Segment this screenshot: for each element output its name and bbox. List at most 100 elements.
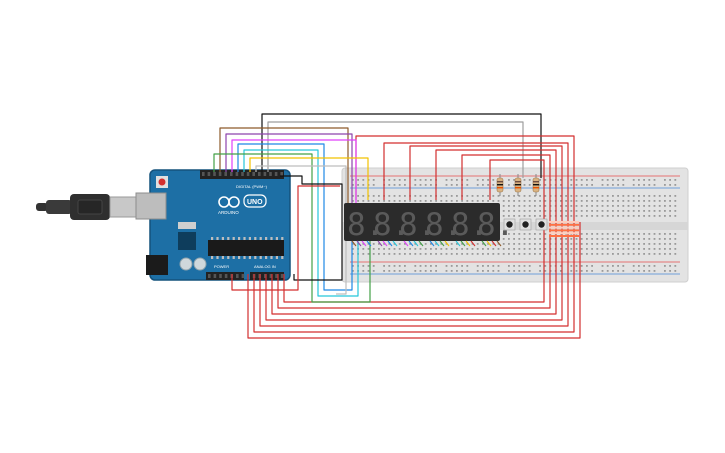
reset-button[interactable] bbox=[158, 178, 166, 186]
breadboard-hole[interactable] bbox=[674, 210, 677, 212]
resistor[interactable] bbox=[514, 174, 522, 196]
breadboard-hole[interactable] bbox=[653, 205, 656, 207]
breadboard-hole[interactable] bbox=[508, 179, 510, 181]
breadboard-hole[interactable] bbox=[638, 270, 640, 272]
breadboard-hole[interactable] bbox=[601, 200, 604, 202]
breadboard-hole[interactable] bbox=[643, 270, 645, 272]
breadboard-hole[interactable] bbox=[357, 200, 359, 202]
breadboard-hole[interactable] bbox=[450, 179, 453, 181]
breadboard-hole[interactable] bbox=[643, 215, 645, 217]
breadboard-hole[interactable] bbox=[622, 205, 625, 207]
wire-red-select-5[interactable] bbox=[277, 154, 551, 309]
breadboard-hole[interactable] bbox=[606, 265, 609, 267]
breadboard-hole[interactable] bbox=[414, 243, 417, 245]
breadboard-hole[interactable] bbox=[669, 200, 671, 202]
breadboard-hole[interactable] bbox=[539, 200, 541, 202]
breadboard-hole[interactable] bbox=[612, 243, 614, 245]
resistor[interactable] bbox=[532, 174, 540, 196]
breadboard-hole[interactable] bbox=[565, 238, 567, 240]
breadboard-hole[interactable] bbox=[424, 184, 427, 186]
breadboard-hole[interactable] bbox=[450, 243, 453, 245]
breadboard-hole[interactable] bbox=[435, 253, 437, 255]
breadboard-hole[interactable] bbox=[606, 238, 609, 240]
breadboard-hole[interactable] bbox=[580, 215, 583, 217]
breadboard-hole[interactable] bbox=[606, 270, 609, 272]
breadboard-hole[interactable] bbox=[612, 253, 614, 255]
breadboard-hole[interactable] bbox=[580, 270, 583, 272]
breadboard-hole[interactable] bbox=[404, 179, 406, 181]
breadboard-hole[interactable] bbox=[606, 243, 609, 245]
breadboard-hole[interactable] bbox=[627, 253, 630, 255]
breadboard-hole[interactable] bbox=[570, 238, 573, 240]
resistor[interactable] bbox=[496, 174, 504, 196]
breadboard-hole[interactable] bbox=[513, 243, 515, 245]
breadboard-hole[interactable] bbox=[544, 215, 547, 217]
breadboard-hole[interactable] bbox=[508, 238, 510, 240]
breadboard-hole[interactable] bbox=[456, 200, 458, 202]
breadboard-hole[interactable] bbox=[497, 253, 500, 255]
breadboard-hole[interactable] bbox=[580, 195, 583, 197]
breadboard-hole[interactable] bbox=[606, 248, 609, 250]
breadboard-hole[interactable] bbox=[601, 270, 604, 272]
breadboard-hole[interactable] bbox=[440, 200, 443, 202]
breadboard-hole[interactable] bbox=[388, 248, 391, 250]
breadboard-hole[interactable] bbox=[518, 205, 521, 207]
breadboard-hole[interactable] bbox=[601, 238, 604, 240]
breadboard-hole[interactable] bbox=[544, 265, 547, 267]
breadboard-hole[interactable] bbox=[648, 243, 651, 245]
breadboard-hole[interactable] bbox=[461, 243, 463, 245]
breadboard-hole[interactable] bbox=[487, 248, 489, 250]
breadboard-hole[interactable] bbox=[523, 205, 526, 207]
breadboard-hole[interactable] bbox=[362, 200, 365, 202]
breadboard-hole[interactable] bbox=[476, 179, 479, 181]
breadboard-hole[interactable] bbox=[352, 195, 354, 197]
breadboard-hole[interactable] bbox=[419, 248, 422, 250]
breadboard-hole[interactable] bbox=[570, 253, 573, 255]
breadboard-hole[interactable] bbox=[570, 200, 573, 202]
breadboard-hole[interactable] bbox=[575, 205, 578, 207]
breadboard-hole[interactable] bbox=[518, 265, 521, 267]
breadboard-hole[interactable] bbox=[435, 200, 437, 202]
breadboard-hole[interactable] bbox=[570, 205, 573, 207]
breadboard-hole[interactable] bbox=[424, 270, 427, 272]
breadboard-hole[interactable] bbox=[632, 243, 635, 245]
breadboard-hole[interactable] bbox=[586, 184, 588, 186]
breadboard-hole[interactable] bbox=[601, 233, 604, 235]
breadboard-hole[interactable] bbox=[658, 215, 661, 217]
breadboard-hole[interactable] bbox=[388, 179, 391, 181]
breadboard-hole[interactable] bbox=[430, 253, 432, 255]
breadboard-hole[interactable] bbox=[580, 179, 583, 181]
breadboard-hole[interactable] bbox=[638, 205, 640, 207]
breadboard-hole[interactable] bbox=[664, 200, 666, 202]
breadboard-hole[interactable] bbox=[653, 215, 656, 217]
breadboard-hole[interactable] bbox=[518, 233, 521, 235]
breadboard-hole[interactable] bbox=[352, 265, 354, 267]
breadboard-hole[interactable] bbox=[388, 270, 391, 272]
breadboard-hole[interactable] bbox=[393, 184, 396, 186]
breadboard-hole[interactable] bbox=[518, 270, 521, 272]
breadboard-hole[interactable] bbox=[461, 265, 463, 267]
breadboard-hole[interactable] bbox=[664, 184, 666, 186]
breadboard-hole[interactable] bbox=[570, 210, 573, 212]
breadboard-hole[interactable] bbox=[580, 205, 583, 207]
wire-yellow[interactable] bbox=[249, 157, 369, 200]
breadboard-hole[interactable] bbox=[404, 253, 406, 255]
breadboard-hole[interactable] bbox=[466, 243, 469, 245]
breadboard-hole[interactable] bbox=[528, 179, 531, 181]
breadboard-hole[interactable] bbox=[570, 195, 573, 197]
wire-red-select-6[interactable] bbox=[283, 159, 545, 303]
wire-red-power[interactable] bbox=[231, 185, 340, 291]
breadboard-hole[interactable] bbox=[482, 253, 484, 255]
breadboard-hole[interactable] bbox=[414, 184, 417, 186]
breadboard-hole[interactable] bbox=[518, 210, 521, 212]
breadboard-hole[interactable] bbox=[393, 270, 396, 272]
breadboard-hole[interactable] bbox=[632, 253, 635, 255]
breadboard-hole[interactable] bbox=[664, 195, 666, 197]
breadboard-hole[interactable] bbox=[487, 265, 489, 267]
breadboard-hole[interactable] bbox=[612, 270, 614, 272]
breadboard-hole[interactable] bbox=[539, 210, 541, 212]
breadboard-hole[interactable] bbox=[664, 270, 666, 272]
breadboard-hole[interactable] bbox=[492, 184, 495, 186]
breadboard-hole[interactable] bbox=[419, 270, 422, 272]
breadboard-hole[interactable] bbox=[591, 195, 593, 197]
